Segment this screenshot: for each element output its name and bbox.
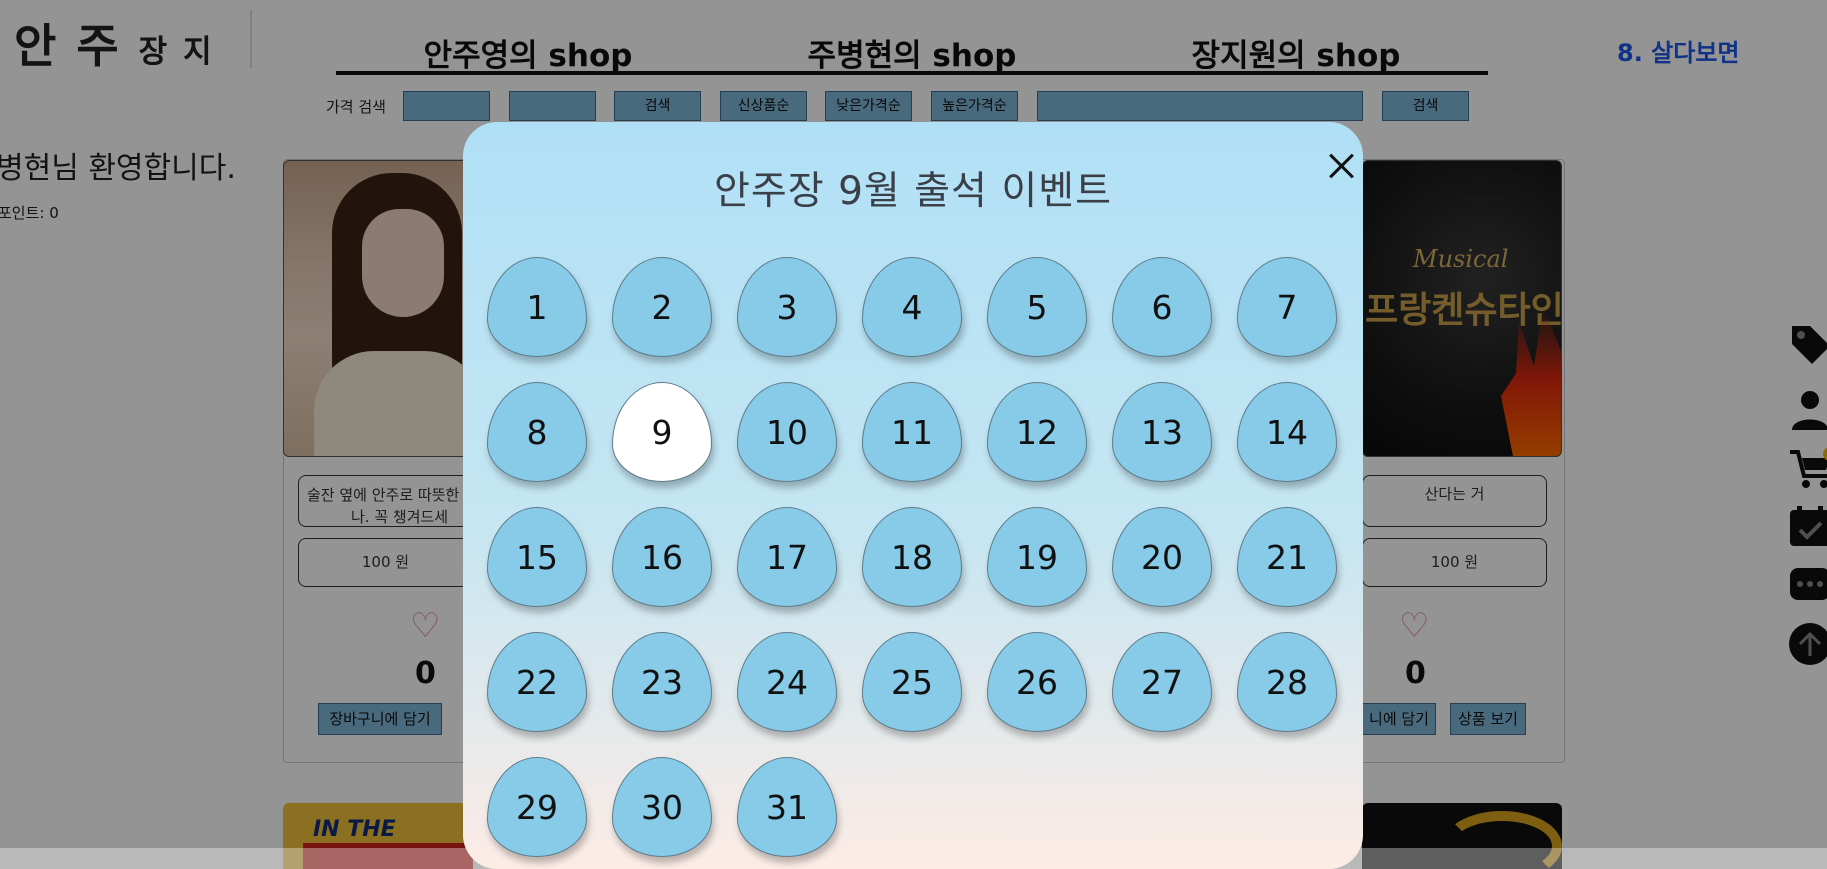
attendance-day-7[interactable]: 7	[1237, 257, 1337, 357]
attendance-day-17[interactable]: 17	[737, 507, 837, 607]
sort-low-price-button[interactable]: 낮은가격순	[825, 91, 912, 121]
attendance-day-23[interactable]: 23	[612, 632, 712, 732]
attendance-day-14[interactable]: 14	[1237, 382, 1337, 482]
attendance-day-8[interactable]: 8	[487, 382, 587, 482]
tag-icon[interactable]	[1788, 322, 1827, 366]
attendance-day-25[interactable]: 25	[862, 632, 962, 732]
attendance-day-3[interactable]: 3	[737, 257, 837, 357]
shop-nav: 안주영의 shop 주병현의 shop 장지원의 shop	[336, 22, 1488, 75]
add-to-cart-button-left[interactable]: 장바구니에 담기	[318, 703, 442, 735]
logo-sub-text: 장지	[138, 34, 228, 70]
price-search-label: 가격 검색	[326, 98, 386, 116]
attendance-day-30[interactable]: 30	[612, 757, 712, 857]
site-logo[interactable]: 안주 장지	[14, 10, 252, 73]
attendance-day-24[interactable]: 24	[737, 632, 837, 732]
arrow-up-icon[interactable]	[1788, 622, 1827, 666]
add-to-cart-button-right[interactable]: 니에 담기	[1362, 703, 1436, 735]
attendance-day-16[interactable]: 16	[612, 507, 712, 607]
attendance-day-10[interactable]: 10	[737, 382, 837, 482]
heart-icon[interactable]: ♡	[410, 606, 441, 646]
nav-item-shop-2[interactable]: 주병현의 shop	[807, 38, 1017, 74]
min-price-input[interactable]	[403, 91, 490, 121]
product-price-right: 100 원	[1362, 538, 1547, 587]
attendance-day-5[interactable]: 5	[987, 257, 1087, 357]
attendance-day-18[interactable]: 18	[862, 507, 962, 607]
sort-high-price-button[interactable]: 높은가격순	[931, 91, 1018, 121]
sort-new-button[interactable]: 신상품순	[720, 91, 807, 121]
attendance-day-6[interactable]: 6	[1112, 257, 1212, 357]
max-price-input[interactable]	[509, 91, 596, 121]
attendance-day-1[interactable]: 1	[487, 257, 587, 357]
product-image-right[interactable]: Musical 프랑켄슈타인	[1362, 160, 1562, 457]
attendance-day-13[interactable]: 13	[1112, 382, 1212, 482]
nav-item-shop-1[interactable]: 안주영의 shop	[423, 38, 633, 74]
logo-main-text: 안주	[14, 19, 139, 73]
attendance-day-20[interactable]: 20	[1112, 507, 1212, 607]
product-image-left[interactable]	[283, 160, 473, 457]
attendance-day-28[interactable]: 28	[1237, 632, 1337, 732]
attendance-day-2[interactable]: 2	[612, 257, 712, 357]
attendance-day-4[interactable]: 4	[862, 257, 962, 357]
attendance-day-12[interactable]: 12	[987, 382, 1087, 482]
attendance-day-9[interactable]: 9	[612, 382, 712, 482]
product-image-bottom-right[interactable]	[1362, 803, 1562, 869]
attendance-day-26[interactable]: 26	[987, 632, 1087, 732]
keyword-search-button[interactable]: 검색	[1382, 91, 1469, 121]
attendance-day-11[interactable]: 11	[862, 382, 962, 482]
close-icon[interactable]	[1321, 146, 1361, 186]
view-product-button-right[interactable]: 상품 보기	[1450, 703, 1526, 735]
keyword-search-input[interactable]	[1037, 91, 1363, 121]
cart-icon[interactable]	[1788, 446, 1827, 490]
product-description-right: 산다는 거	[1362, 475, 1547, 527]
like-count-left: 0	[415, 656, 436, 691]
calendar-check-icon[interactable]	[1788, 504, 1827, 548]
product-price-left: 100 원	[298, 538, 473, 587]
attendance-day-15[interactable]: 15	[487, 507, 587, 607]
attendance-day-27[interactable]: 27	[1112, 632, 1212, 732]
user-points: 포인트: 0	[0, 204, 59, 222]
attendance-day-21[interactable]: 21	[1237, 507, 1337, 607]
poster-title: 프랑켄슈타인	[1365, 290, 1562, 331]
poster-text: IN THE	[313, 817, 396, 842]
attendance-day-31[interactable]: 31	[737, 757, 837, 857]
nav-link-right[interactable]: 8. 살다보면	[1617, 39, 1740, 67]
attendance-day-19[interactable]: 19	[987, 507, 1087, 607]
heart-icon[interactable]: ♡	[1399, 606, 1430, 646]
price-search-button[interactable]: 검색	[614, 91, 701, 121]
search-toolbar: 가격 검색 검색 신상품순 낮은가격순 높은가격순 검색	[0, 90, 1827, 122]
nav-item-shop-3[interactable]: 장지원의 shop	[1191, 38, 1401, 74]
user-icon[interactable]	[1788, 388, 1827, 432]
product-image-bottom-left[interactable]: IN THE	[283, 803, 473, 869]
attendance-day-29[interactable]: 29	[487, 757, 587, 857]
modal-title: 안주장 9월 출석 이벤트	[714, 169, 1112, 214]
like-count-right: 0	[1405, 656, 1426, 691]
more-icon[interactable]	[1788, 562, 1827, 606]
welcome-message: 병현님 환영합니다.	[0, 151, 236, 186]
product-description-left: 술잔 옆에 안주로 따뜻한 나. 꼭 챙겨드세	[298, 475, 473, 527]
poster-subtitle: Musical	[1413, 245, 1509, 273]
attendance-day-22[interactable]: 22	[487, 632, 587, 732]
